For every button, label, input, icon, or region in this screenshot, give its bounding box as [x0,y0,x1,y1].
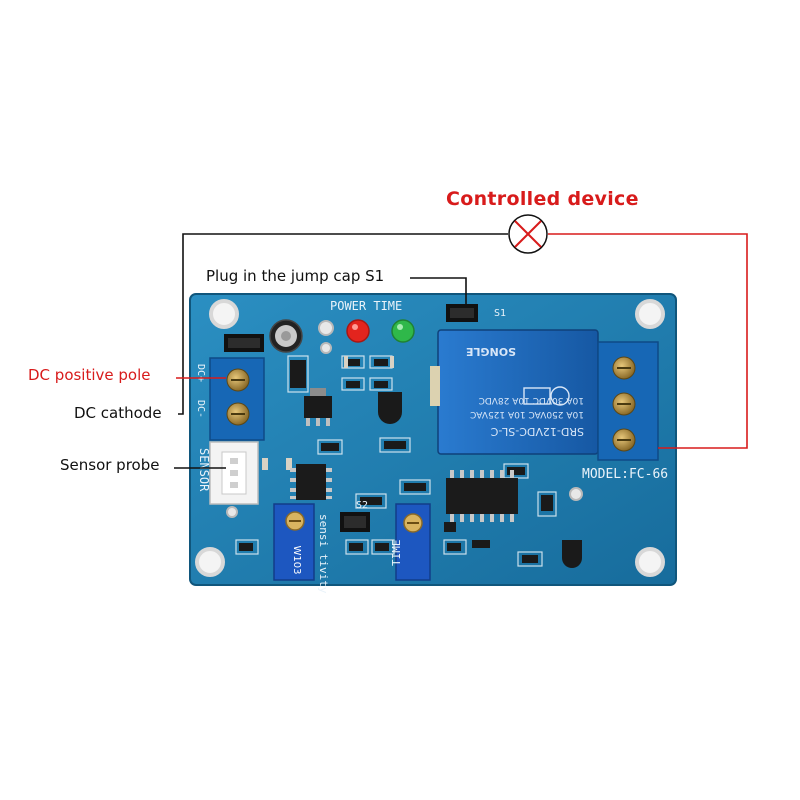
dc-plus-label: DC+ [195,364,206,382]
output-terminal[interactable] [597,341,659,461]
pot-code-label: W103 [291,546,302,575]
voltage-regulator [304,388,332,426]
mounting-hole-top-left [209,299,239,329]
model-label: MODEL:FC-66 [582,467,668,482]
power-jumper [224,334,264,352]
transistor [378,392,402,424]
relay-rating-1: 10A 250VAC 10A 125VAC [470,409,584,419]
timer-chip [446,470,518,522]
sensor-connector[interactable] [209,441,259,505]
power-led [346,319,370,343]
transistor-2 [562,540,582,568]
jumper-s1[interactable] [446,304,478,322]
relay-rating-2: 10A 30VDC 10A 28VDC [479,395,584,405]
controlled-device-icon [508,214,548,254]
black-wire [178,233,508,415]
dc-terminal[interactable] [209,357,265,441]
wiring [174,233,748,469]
sensitivity-label: sensi tivity [317,514,330,594]
mounting-hole-bottom-right [635,547,665,577]
mounting-hole-bottom-left [195,547,225,577]
controlled-device-label: Controlled device [446,188,639,210]
dc-positive-label: DC positive pole [28,366,151,384]
comparator-chip [290,464,332,500]
red-wire [548,233,748,449]
time-led [391,319,415,343]
power-time-label: POWER TIME [330,299,402,313]
dc-cathode-label: DC cathode [74,404,162,422]
s1-label: S1 [494,308,506,319]
sensor-label: SENSOR [197,448,211,492]
relay-brand: SONGLE [466,345,516,358]
jump-cap-label: Plug in the jump cap S1 [206,267,385,285]
jump-cap-leader [410,277,467,304]
time-label: TIME [390,540,403,567]
relay-cert-icon [523,386,570,406]
time-potentiometer[interactable] [395,503,431,581]
mounting-hole-top-right [635,299,665,329]
dc-minus-label: DC- [195,400,206,418]
s2-label: S2 [356,500,368,511]
jumper-s2[interactable] [340,512,370,532]
sensor-probe-label: Sensor probe [60,456,160,474]
relay: SRD-12VDC-SL-C 10A 250VAC 10A 125VAC 10A… [430,329,599,455]
pcb-board: W103 [189,293,677,594]
capacitor [269,319,303,353]
sensitivity-potentiometer[interactable]: W103 [273,503,315,581]
relay-model-text: SRD-12VDC-SL-C [490,425,584,438]
